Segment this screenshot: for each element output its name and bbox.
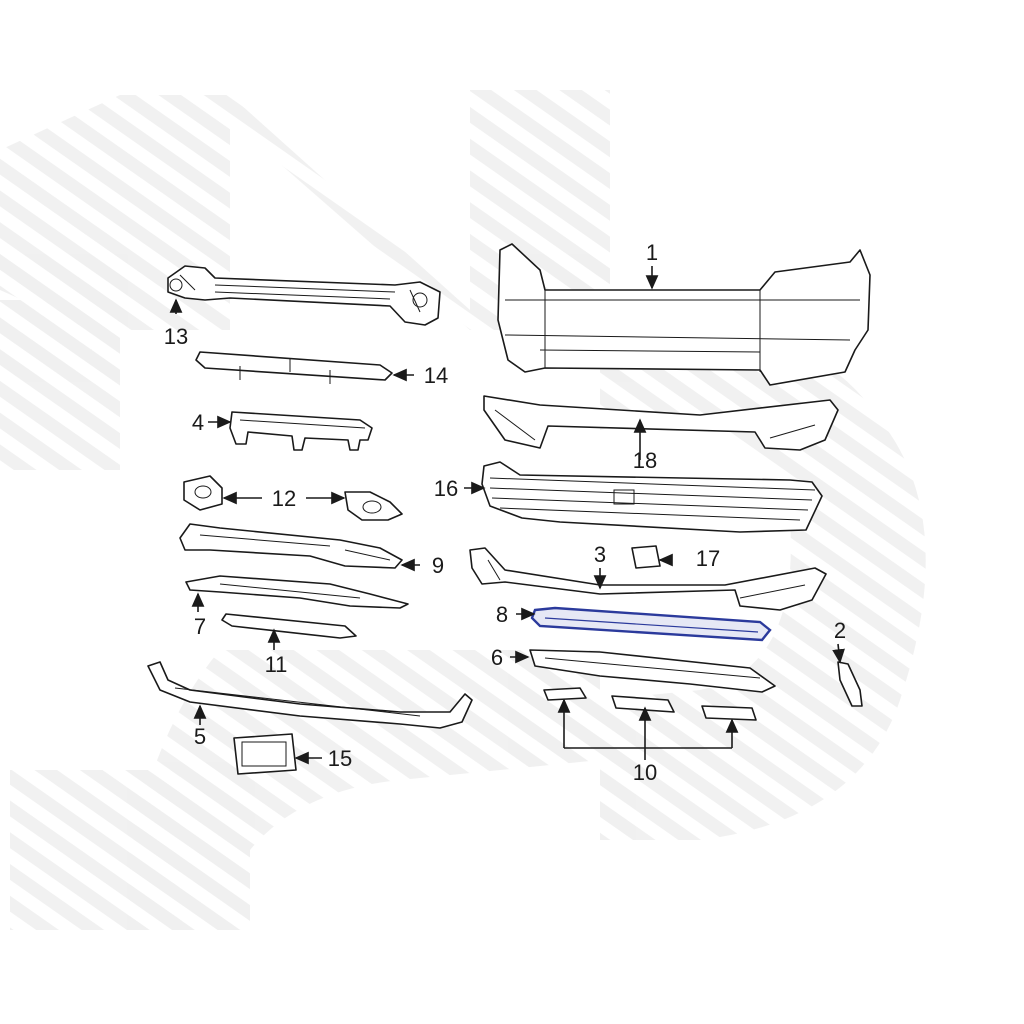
part-4-bracket[interactable]	[229, 411, 373, 451]
callout-17: 17	[696, 546, 720, 571]
callout-6: 6	[491, 645, 503, 670]
callout-1: 1	[646, 240, 658, 265]
callout-11: 11	[265, 652, 288, 677]
part-5-valance[interactable]	[147, 661, 473, 729]
part-9-fascia-trim[interactable]	[179, 523, 403, 569]
callout-12: 12	[272, 486, 296, 511]
callout-7: 7	[194, 614, 206, 639]
callout-18: 18	[633, 448, 657, 473]
callout-13: 13	[164, 324, 188, 349]
callout-10: 10	[633, 760, 657, 785]
part-7-air-dam[interactable]	[185, 575, 409, 609]
part-3-lower-grille[interactable]	[469, 547, 827, 611]
callout-labels: 1 2 3 4 5 6 7 8 9 10 11 12 13 14 15 16 1…	[164, 240, 846, 785]
part-18-lower-panel[interactable]	[483, 395, 839, 451]
callout-8: 8	[496, 602, 508, 627]
callout-14: 14	[424, 363, 448, 388]
part-12-bezel-right[interactable]	[344, 491, 403, 521]
part-2-side-bracket[interactable]	[837, 661, 863, 707]
callout-4: 4	[192, 410, 204, 435]
part-6-skid-plate[interactable]	[529, 649, 776, 693]
part-14-absorber[interactable]	[195, 351, 393, 384]
part-13-crossmember[interactable]	[167, 265, 441, 326]
leader-lines	[169, 266, 845, 765]
callout-2: 2	[834, 618, 846, 643]
callout-5: 5	[194, 724, 206, 749]
part-16-grille[interactable]	[481, 461, 823, 533]
part-10-trim-center[interactable]	[611, 695, 675, 713]
callout-3: 3	[594, 542, 606, 567]
part-1-fascia[interactable]	[497, 243, 871, 386]
part-12-bezel-left[interactable]	[183, 475, 223, 511]
part-10-trim-left[interactable]	[543, 687, 587, 701]
part-8-chrome-strip[interactable]	[530, 606, 772, 642]
part-11-strip[interactable]	[221, 613, 357, 639]
part-10-trim-right[interactable]	[701, 705, 757, 721]
part-17-plug[interactable]	[631, 545, 661, 569]
callout-15: 15	[328, 746, 352, 771]
callout-9: 9	[432, 553, 444, 578]
callout-16: 16	[434, 476, 458, 501]
watermark-logo	[0, 90, 926, 930]
part-15-plate-bracket[interactable]	[233, 733, 297, 775]
